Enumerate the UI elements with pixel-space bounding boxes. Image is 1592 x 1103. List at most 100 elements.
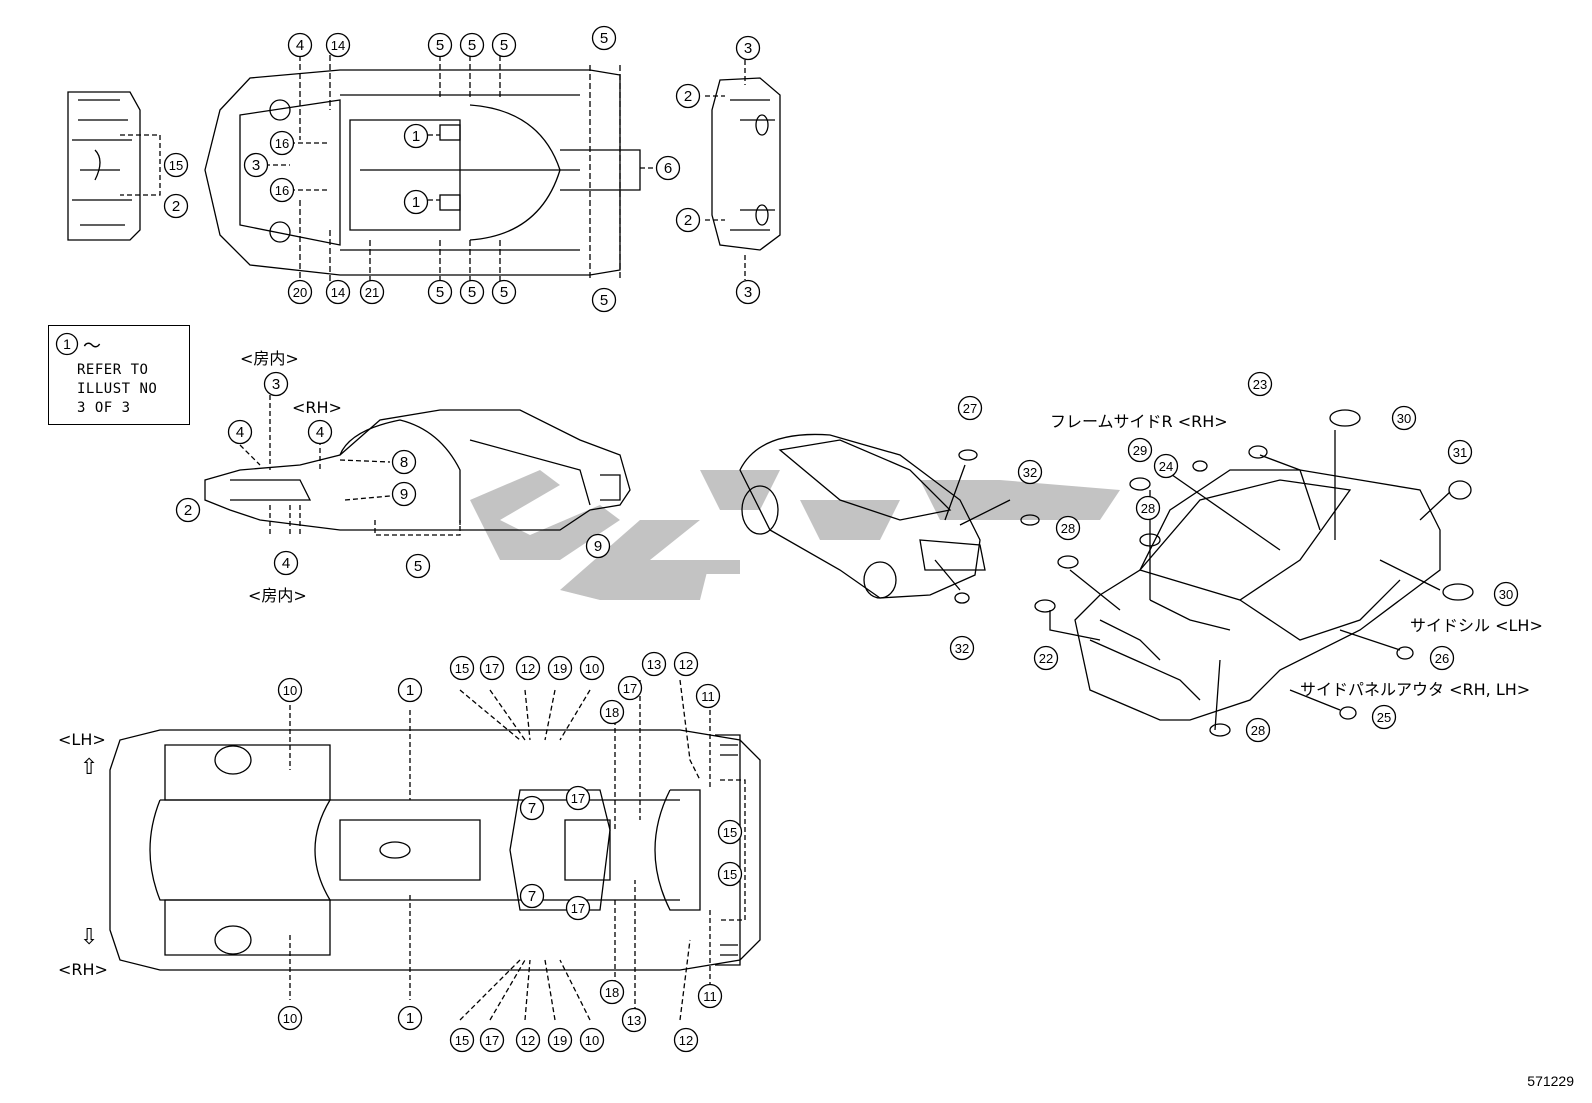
callout-underbody-19: 19 — [547, 1027, 573, 1053]
callout-underbody-7: 7 — [519, 883, 545, 909]
callout-circle — [391, 449, 417, 475]
callout-number: 32 — [955, 641, 969, 656]
callout-circle — [579, 655, 605, 681]
callout-underbody-18: 18 — [599, 979, 625, 1005]
callout-top-view-3: 3 — [243, 152, 269, 178]
label-lh-left: <LH> — [58, 730, 106, 749]
callout-number: 15 — [455, 1033, 469, 1048]
callout-number: 22 — [1039, 651, 1053, 666]
callout-number: 12 — [679, 657, 693, 672]
callout-circle — [449, 1027, 475, 1053]
callout-circle — [449, 655, 475, 681]
callout-iso-view-32: 32 — [949, 635, 975, 661]
callout-circle — [1055, 515, 1081, 541]
callout-iso-view-28: 28 — [1055, 515, 1081, 541]
callout-circle — [675, 83, 701, 109]
callout-number: 14 — [331, 38, 345, 53]
callout-circle — [519, 795, 545, 821]
callout-underbody-1: 1 — [397, 1005, 423, 1031]
callout-circle — [1135, 495, 1161, 521]
reference-box: 1 ～ REFER TO ILLUST NO 3 OF 3 — [48, 325, 190, 425]
callout-iso-view-29: 29 — [1127, 437, 1153, 463]
callout-circle — [515, 1027, 541, 1053]
callout-circle — [243, 152, 269, 178]
callout-iso-view-26: 26 — [1429, 645, 1455, 671]
callout-circle — [675, 207, 701, 233]
callout-number: 10 — [585, 661, 599, 676]
callout-number: 15 — [455, 661, 469, 676]
callout-circle — [269, 177, 295, 203]
callout-number: 2 — [684, 212, 692, 229]
end-view-body — [705, 60, 781, 280]
callout-number: 10 — [283, 683, 297, 698]
label-interior-top: <房内> — [240, 349, 299, 368]
callout-iso-view-25: 25 — [1371, 704, 1397, 730]
callout-circle — [957, 395, 983, 421]
callout-circle — [273, 550, 299, 576]
callout-number: 32 — [1023, 465, 1037, 480]
callout-top-view-1: 1 — [403, 189, 429, 215]
callout-number: 3 — [744, 284, 752, 301]
callout-circle — [673, 1027, 699, 1053]
callout-side-view-4: 4 — [307, 419, 333, 445]
callout-circle — [565, 785, 591, 811]
callout-top-view-1: 1 — [403, 123, 429, 149]
callout-circle — [547, 1027, 573, 1053]
callout-number: 21 — [365, 285, 379, 300]
callout-top-view-5: 5 — [591, 25, 617, 51]
iso-rear-car — [739, 433, 1011, 599]
callout-underbody-19: 19 — [547, 655, 573, 681]
callout-top-view-5: 5 — [427, 32, 453, 58]
callout-number: 5 — [468, 37, 476, 54]
callout-circle — [717, 819, 743, 845]
callout-underbody-15: 15 — [717, 861, 743, 887]
watermark-logo — [470, 470, 1120, 600]
callout-underbody-17: 17 — [479, 1027, 505, 1053]
callout-circle — [227, 419, 253, 445]
callout-circle — [1391, 405, 1417, 431]
callout-number: 17 — [485, 661, 499, 676]
callout-circle — [599, 699, 625, 725]
callout-number: 1 — [406, 682, 414, 699]
callout-number: 19 — [553, 661, 567, 676]
callout-circle — [397, 677, 423, 703]
callout-end-view-3: 3 — [735, 279, 761, 305]
callout-circle — [403, 189, 429, 215]
callout-number: 1 — [406, 1010, 414, 1027]
callout-number: 12 — [521, 1033, 535, 1048]
callout-circle — [307, 419, 333, 445]
callout-top-view-16: 16 — [269, 177, 295, 203]
callout-underbody-13: 13 — [621, 1007, 647, 1033]
callout-number: 27 — [963, 401, 977, 416]
callout-top-view-2: 2 — [163, 193, 189, 219]
callout-circle — [565, 895, 591, 921]
callout-number: 28 — [1061, 521, 1075, 536]
callout-number: 2 — [184, 502, 192, 519]
callout-circle — [287, 32, 313, 58]
callout-circle — [1153, 453, 1179, 479]
callout-number: 5 — [500, 284, 508, 301]
callout-iso-view-28: 28 — [1245, 717, 1271, 743]
callout-side-view-4: 4 — [273, 550, 299, 576]
drawing-lines — [67, 55, 1474, 1021]
callout-iso-view-22: 22 — [1033, 645, 1059, 671]
callout-circle — [579, 1027, 605, 1053]
callout-number: 30 — [1499, 587, 1513, 602]
side-view-body — [204, 395, 631, 536]
callout-top-view-20: 20 — [287, 279, 313, 305]
callout-number: 12 — [521, 661, 535, 676]
callout-iso-view-28: 28 — [1135, 495, 1161, 521]
callout-underbody-10: 10 — [277, 677, 303, 703]
callout-circle — [1429, 645, 1455, 671]
callout-top-view-21: 21 — [359, 279, 385, 305]
reference-marker-number: 1 — [63, 336, 71, 352]
callout-top-view-14: 14 — [325, 32, 351, 58]
callout-number: 29 — [1133, 443, 1147, 458]
callout-circle — [1371, 704, 1397, 730]
callout-side-view-9: 9 — [391, 481, 417, 507]
callout-circle — [277, 1005, 303, 1031]
callout-number: 17 — [571, 791, 585, 806]
callout-number: 5 — [436, 37, 444, 54]
callout-number: 12 — [679, 1033, 693, 1048]
label-side-panel-outer: サイドパネルアウタ <RH, LH> — [1300, 680, 1531, 699]
